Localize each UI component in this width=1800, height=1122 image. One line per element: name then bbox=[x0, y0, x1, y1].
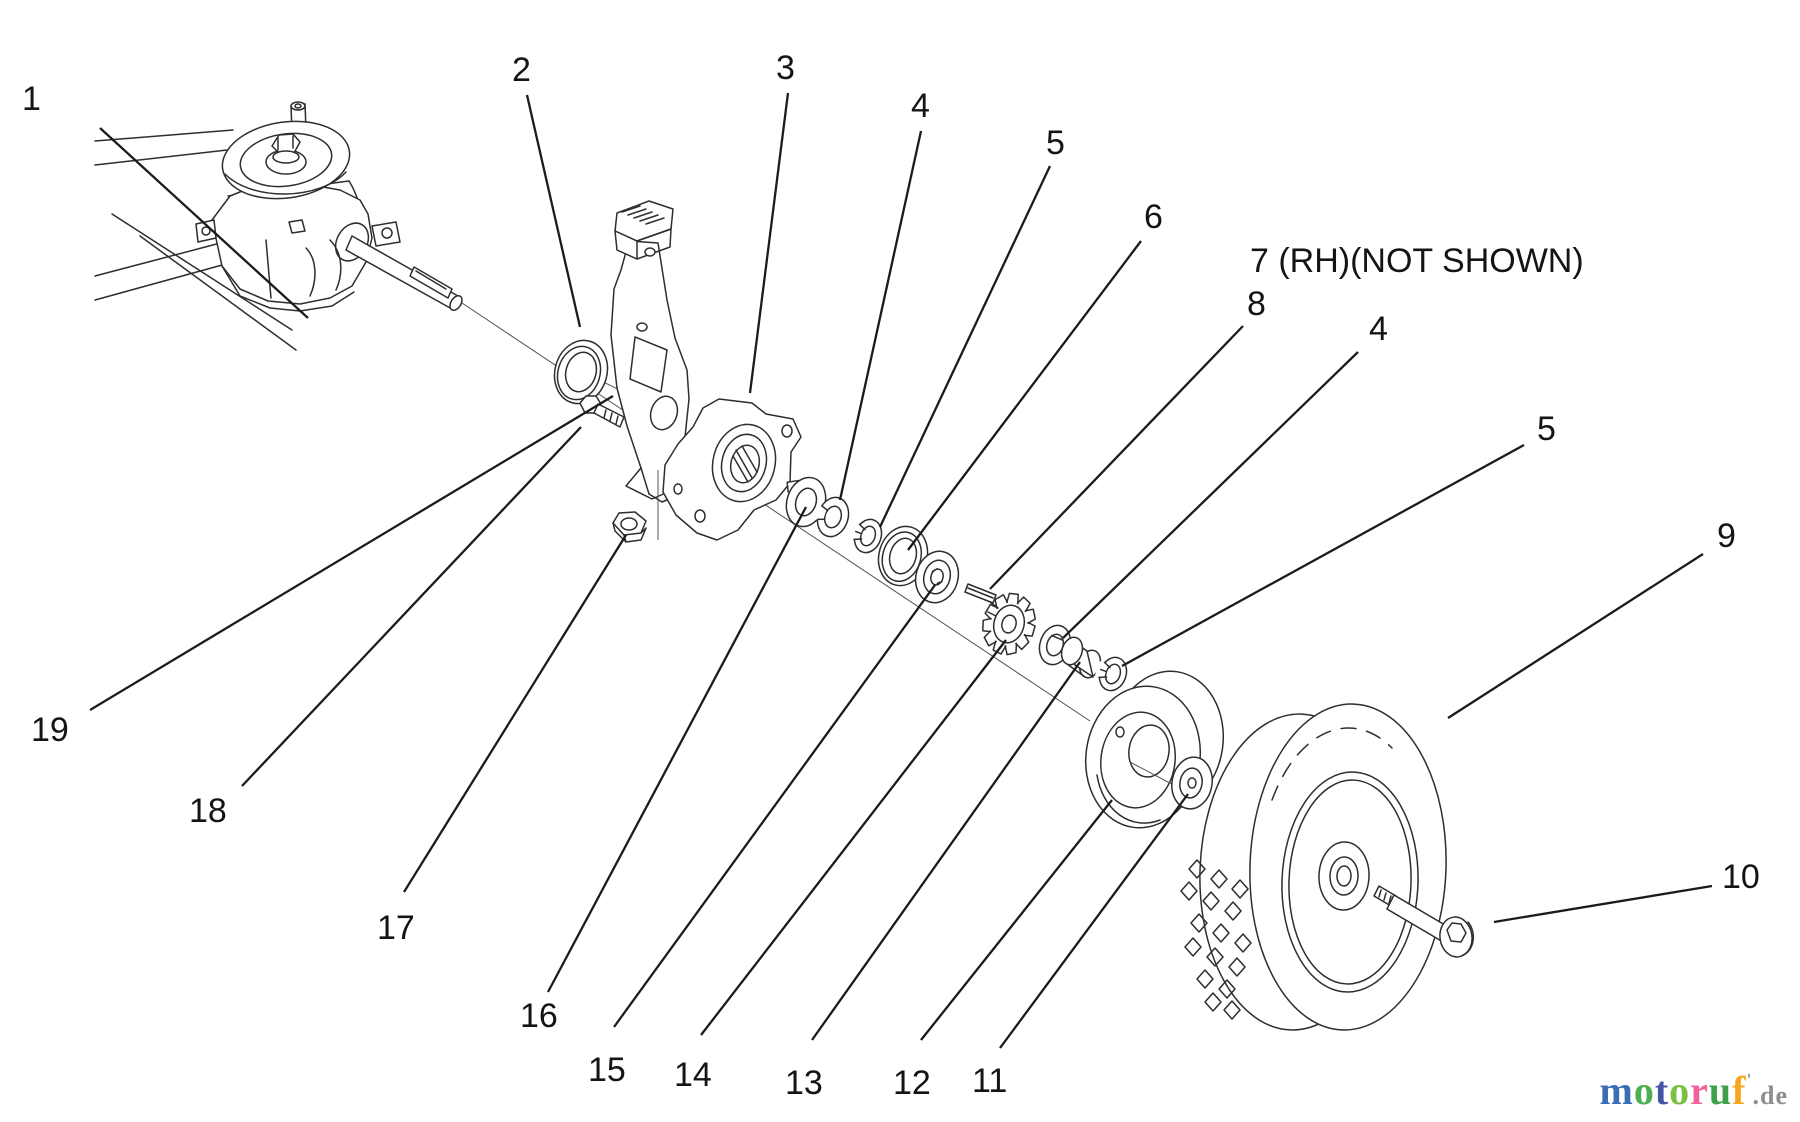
tread-diamond bbox=[1190, 913, 1208, 933]
logo-letter: m bbox=[1599, 1068, 1634, 1113]
callout-5-right-label: 5 bbox=[1537, 410, 1556, 448]
callout-1-label: 1 bbox=[22, 80, 41, 118]
gear-case-plate bbox=[662, 398, 802, 541]
logo-suffix: .de bbox=[1752, 1081, 1788, 1110]
callout-14-label: 14 bbox=[674, 1056, 712, 1094]
callout-1-line bbox=[99, 127, 309, 319]
logo-letter: t bbox=[1654, 1068, 1670, 1113]
tread-diamond bbox=[1210, 869, 1228, 889]
tread-diamond bbox=[1180, 881, 1198, 901]
callout-4-upper-label: 4 bbox=[911, 87, 930, 125]
callout-19-label: 19 bbox=[31, 711, 69, 749]
tread-diamond bbox=[1231, 879, 1249, 899]
callout-2-line bbox=[525, 94, 582, 328]
logo-letter: r bbox=[1690, 1068, 1709, 1113]
callout-11-label: 11 bbox=[972, 1062, 1007, 1100]
callout-5-upper-label: 5 bbox=[1046, 124, 1065, 162]
callout-10-label: 10 bbox=[1722, 858, 1760, 896]
callout-5-upper-line bbox=[878, 165, 1052, 528]
callout-4-right-line bbox=[1062, 351, 1359, 639]
callout-13-line bbox=[811, 661, 1081, 1041]
callout-13-label: 13 bbox=[785, 1064, 823, 1102]
tread-diamond bbox=[1223, 1000, 1241, 1020]
callout-leader-lines bbox=[89, 92, 1713, 1049]
callout-9-line bbox=[1447, 553, 1704, 719]
tread-diamond bbox=[1224, 901, 1242, 921]
callout-15-line bbox=[613, 584, 936, 1028]
callout-8-line bbox=[989, 325, 1244, 590]
tire-tread-pattern bbox=[1180, 859, 1252, 1020]
callout-17-label: 17 bbox=[377, 909, 415, 947]
callout-6-label: 6 bbox=[1144, 198, 1163, 236]
flat-washer-open bbox=[814, 496, 850, 538]
callout-5-right-line bbox=[1121, 443, 1525, 668]
tread-diamond bbox=[1184, 937, 1202, 957]
pinion-gear bbox=[982, 592, 1037, 656]
logo-letter: o bbox=[1669, 1068, 1691, 1113]
tread-diamond bbox=[1202, 891, 1220, 911]
tread-diamond bbox=[1212, 923, 1230, 943]
axle-bolt bbox=[1373, 885, 1475, 958]
splined-hub bbox=[914, 550, 960, 604]
callout-6-line bbox=[907, 240, 1142, 551]
tread-diamond bbox=[1228, 957, 1246, 977]
wheel-hub bbox=[1318, 841, 1370, 911]
shaft-key bbox=[409, 266, 453, 299]
callout-15-label: 15 bbox=[588, 1051, 626, 1089]
gearbox-pulley bbox=[221, 101, 351, 200]
logo-letter: f bbox=[1732, 1068, 1747, 1113]
flange-bearing bbox=[553, 339, 609, 405]
callout-9-label: 9 bbox=[1717, 517, 1736, 555]
callout-16-line bbox=[546, 506, 808, 993]
callout-7-label: 7 (RH)(NOT SHOWN) bbox=[1250, 242, 1584, 280]
logo-trademark: ' bbox=[1746, 1070, 1753, 1090]
spacer-bushing bbox=[1060, 636, 1102, 679]
callout-17-line bbox=[403, 534, 627, 893]
logo-letter: u bbox=[1708, 1068, 1733, 1113]
gearbox-assembly bbox=[94, 101, 463, 351]
logo-letter: o bbox=[1633, 1068, 1655, 1113]
height-bracket bbox=[610, 200, 690, 540]
callout-4-right-label: 4 bbox=[1369, 310, 1388, 348]
callout-14-line bbox=[700, 639, 1007, 1036]
callout-11-line bbox=[999, 793, 1189, 1049]
e-ring bbox=[849, 518, 883, 554]
wheel bbox=[1180, 703, 1447, 1031]
adapter-washer bbox=[1171, 756, 1213, 810]
callout-8-label: 8 bbox=[1247, 285, 1266, 323]
callout-3-line bbox=[748, 92, 790, 394]
tread-diamond bbox=[1218, 979, 1236, 999]
drive-key bbox=[964, 583, 997, 604]
e-ring-outer bbox=[1094, 656, 1128, 692]
callout-3-label: 3 bbox=[776, 49, 795, 87]
tread-diamond bbox=[1234, 933, 1252, 953]
callout-12-line bbox=[920, 799, 1113, 1041]
callout-19-line bbox=[89, 395, 614, 711]
callout-10-line bbox=[1493, 884, 1713, 924]
callout-18-label: 18 bbox=[189, 792, 227, 830]
hex-nut bbox=[612, 511, 647, 543]
tread-diamond bbox=[1188, 859, 1206, 879]
tread-diamond bbox=[1206, 947, 1224, 967]
callout-16-label: 16 bbox=[520, 997, 558, 1035]
gearbox-output-shaft bbox=[334, 222, 463, 312]
tread-diamond bbox=[1204, 992, 1222, 1012]
callout-12-label: 12 bbox=[893, 1064, 931, 1102]
callout-4-upper-line bbox=[838, 130, 923, 501]
callout-2-label: 2 bbox=[512, 51, 531, 89]
motoruf-logo: motoruf'.de bbox=[1599, 1067, 1788, 1114]
callout-18-line bbox=[241, 426, 582, 787]
tread-diamond bbox=[1196, 969, 1214, 989]
